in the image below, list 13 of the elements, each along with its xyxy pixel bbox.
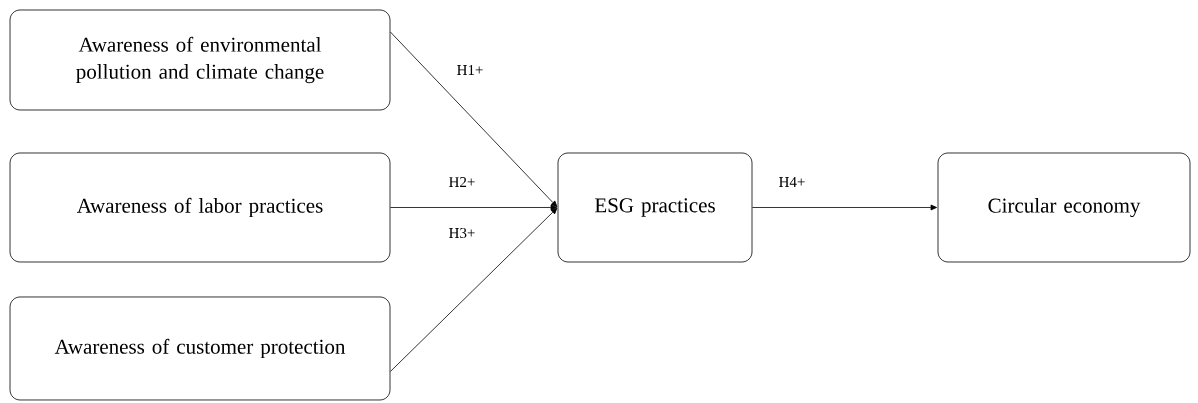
- edge-label: H4+: [777, 176, 807, 188]
- edge-label: H1+: [455, 64, 485, 76]
- process-box: Awareness of customer protection: [9, 296, 391, 401]
- process-box: Awareness of environmental pollution and climate change: [9, 9, 391, 111]
- arrow: [752, 204, 937, 211]
- process-box: Circular economy: [937, 152, 1191, 263]
- edge-label: H3+: [447, 226, 477, 240]
- arrow: [390, 207, 558, 372]
- process-box: Awareness of labor practices: [9, 152, 391, 263]
- process-box: ESG practices: [557, 152, 753, 263]
- arrow: [390, 31, 558, 208]
- arrow: [390, 204, 557, 211]
- edge-label: H2+: [447, 176, 477, 188]
